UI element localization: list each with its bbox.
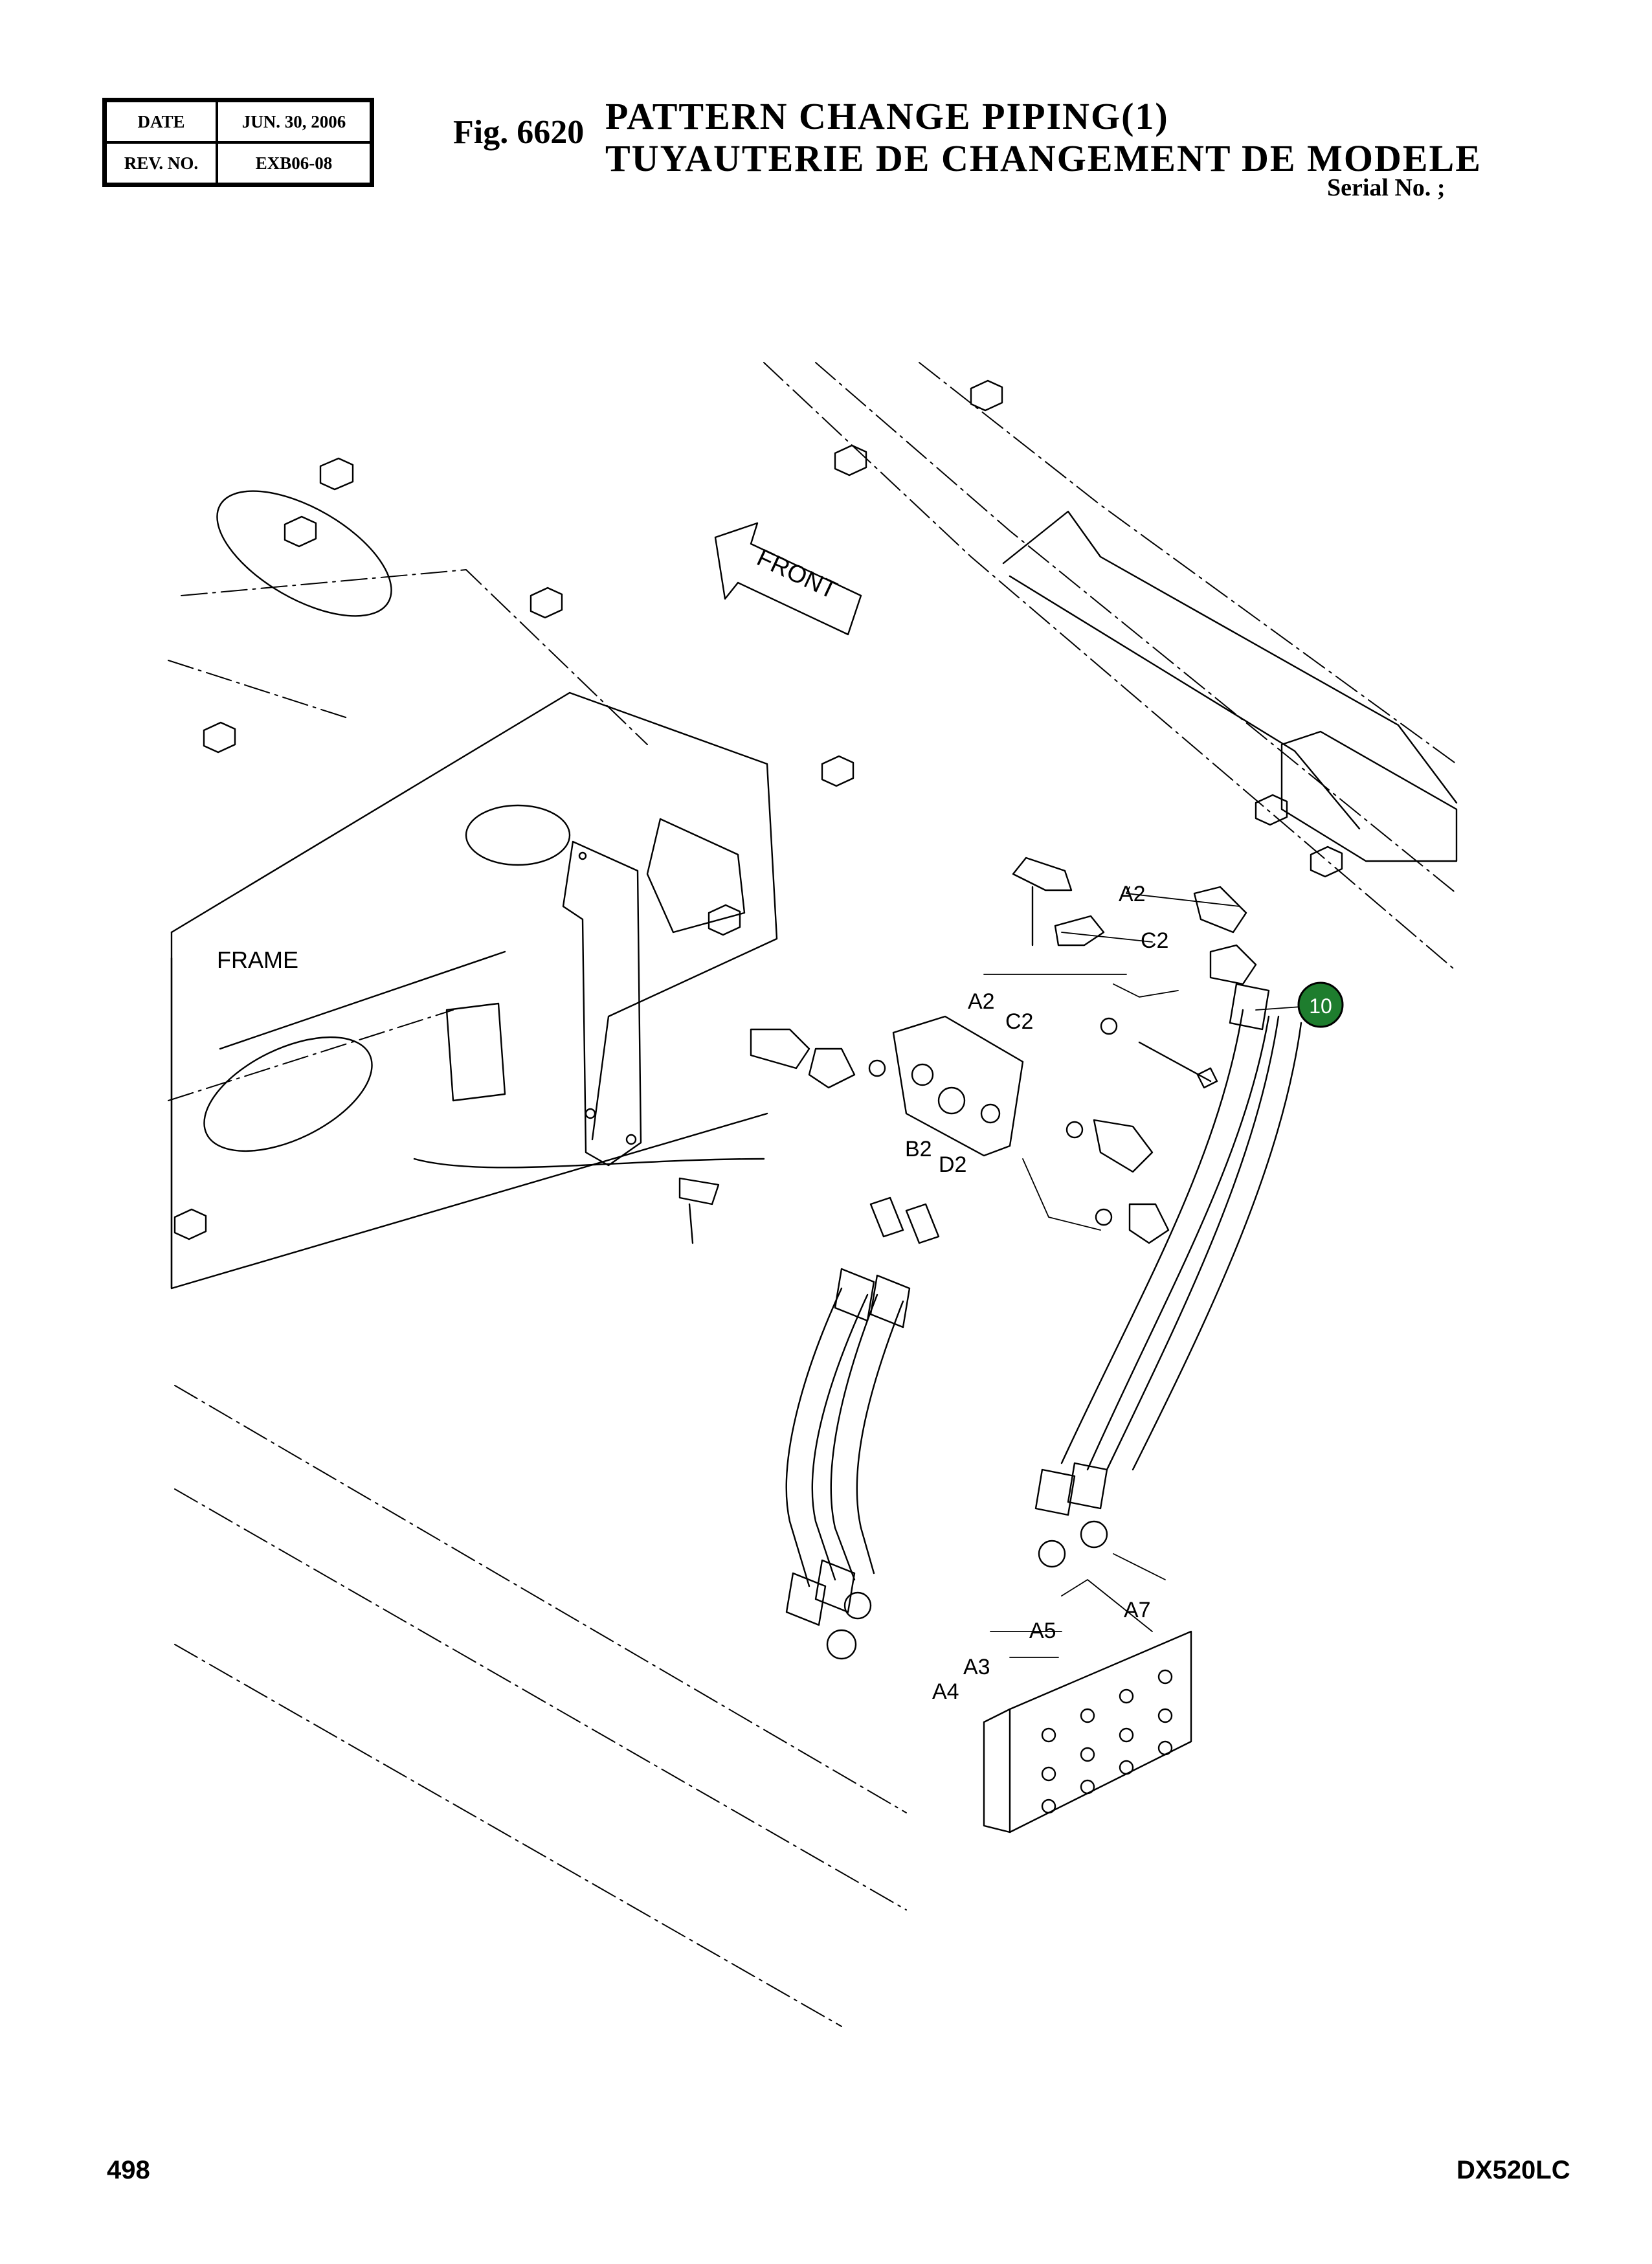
port-label-a5: A5 [1029, 1619, 1056, 1643]
callout-badge[interactable] [1297, 981, 1344, 1028]
port-label-a7: A7 [1124, 1598, 1151, 1622]
model-number: DX520LC [1457, 2156, 1570, 2184]
port-label-a4: A4 [932, 1679, 959, 1704]
callout-number: 10 [1309, 994, 1332, 1018]
port-label-d2: D2 [939, 1152, 966, 1177]
rev-label: REV. NO. [106, 142, 217, 184]
rev-value: EXB06-08 [217, 142, 371, 184]
figure-number: Fig. 6620 [453, 114, 585, 151]
date-label: DATE [106, 101, 217, 142]
revision-table: DATE JUN. 30, 2006 REV. NO. EXB06-08 [102, 98, 374, 187]
port-label-b2: B2 [905, 1137, 932, 1161]
port-label-a3: A3 [963, 1655, 990, 1679]
frame-label: FRAME [217, 947, 298, 973]
page-number: 498 [107, 2156, 150, 2184]
port-label-a2-mid: A2 [968, 989, 995, 1014]
port-label-c2-mid: C2 [1005, 1009, 1033, 1034]
title-english: PATTERN CHANGE PIPING(1) [605, 95, 1169, 137]
title-french: TUYAUTERIE DE CHANGEMENT DE MODELE [605, 137, 1482, 179]
serial-number: Serial No. ; [1327, 174, 1446, 201]
date-value: JUN. 30, 2006 [217, 101, 371, 142]
port-label-a2-top: A2 [1119, 882, 1146, 906]
port-label-c2-top: C2 [1141, 928, 1168, 953]
